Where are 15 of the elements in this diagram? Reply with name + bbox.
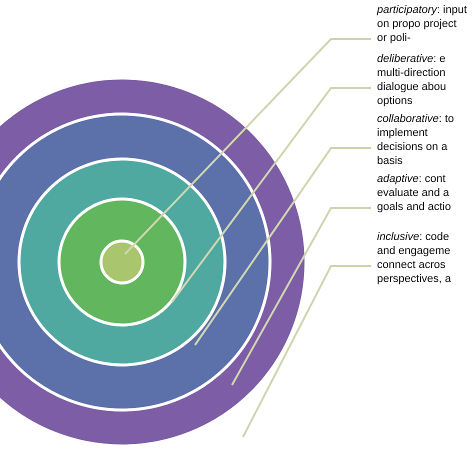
description-text: deliberative: e multi-direction dialogue abou options <box>377 52 467 108</box>
description-text: inclusive: code and engageme connect acros perspectives, a <box>377 230 467 286</box>
leader-line <box>242 265 371 438</box>
ring <box>58 198 186 326</box>
ring <box>100 240 144 284</box>
description-text: adaptive: cont evaluate and a goals and actio <box>377 172 467 214</box>
description-text: participatory: input on propo project or poli- <box>377 3 467 45</box>
leader-line <box>231 207 371 386</box>
description-text: collaborative: to implement decisions on a basis <box>377 112 467 168</box>
leader-line <box>124 38 371 255</box>
leader-line <box>194 147 371 346</box>
ring <box>0 112 272 412</box>
ring <box>18 158 226 366</box>
ring <box>0 76 308 448</box>
leader-line <box>171 87 371 303</box>
